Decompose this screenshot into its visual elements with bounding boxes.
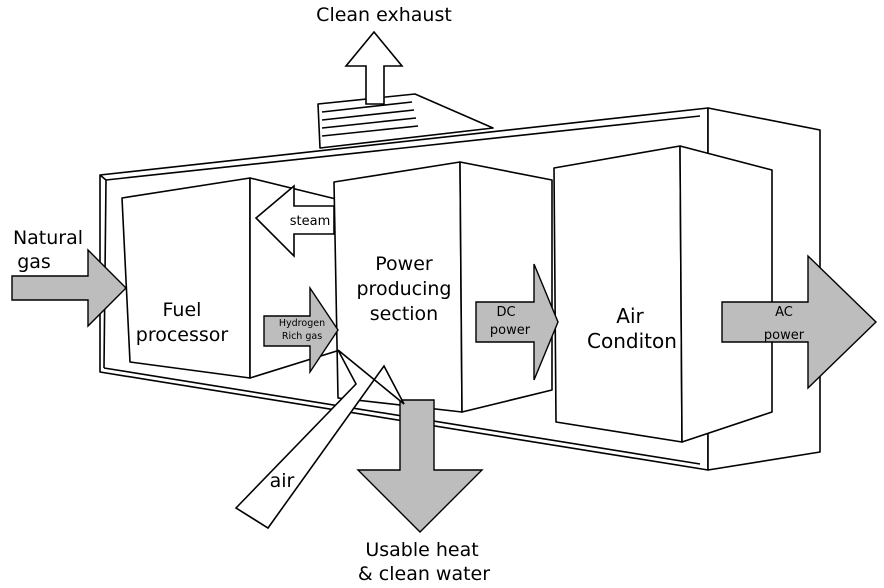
air-label: air <box>270 470 295 492</box>
steam-label: steam <box>290 214 331 229</box>
natural-gas-label-line1: Natural <box>13 227 83 249</box>
power-section-label-line2: producing <box>356 278 451 300</box>
dc-power-label-line1: DC <box>496 305 515 320</box>
ac-power-arrow <box>721 254 878 390</box>
usable-heat-label-line1: Usable heat <box>365 539 478 561</box>
hydrogen-label-line1: Hydrogen <box>279 318 325 329</box>
air-conditioner-box <box>553 145 773 443</box>
usable-heat-arrow <box>356 399 484 533</box>
natural-gas-arrow <box>11 248 127 328</box>
power-section-label-line3: section <box>370 303 438 325</box>
steam-arrow <box>254 184 335 258</box>
clean-exhaust-label: Clean exhaust <box>316 4 452 26</box>
power-section-label-line1: Power <box>375 253 433 275</box>
ac-power-label-line2: power <box>764 328 805 343</box>
air-conditioner-label-line2: Conditon <box>587 329 677 353</box>
exhaust-vent <box>317 93 494 149</box>
dc-power-label-line2: power <box>490 323 531 338</box>
air-arrow <box>234 349 405 530</box>
hydrogen-label-line2: Rich gas <box>282 331 322 342</box>
clean-exhaust-arrow <box>344 30 404 105</box>
power-section-box <box>333 161 553 413</box>
usable-heat-label-line2: & clean water <box>358 563 490 585</box>
air-conditioner-label-line1: Air <box>616 304 644 328</box>
natural-gas-label-line2: gas <box>17 251 51 273</box>
fuel-processor-label-line2: processor <box>136 324 229 346</box>
dc-power-arrow <box>475 263 559 381</box>
hydrogen-gas-arrow <box>263 285 339 375</box>
ac-power-label-line1: AC <box>775 305 793 320</box>
fuel-processor-label-line1: Fuel <box>163 299 202 321</box>
